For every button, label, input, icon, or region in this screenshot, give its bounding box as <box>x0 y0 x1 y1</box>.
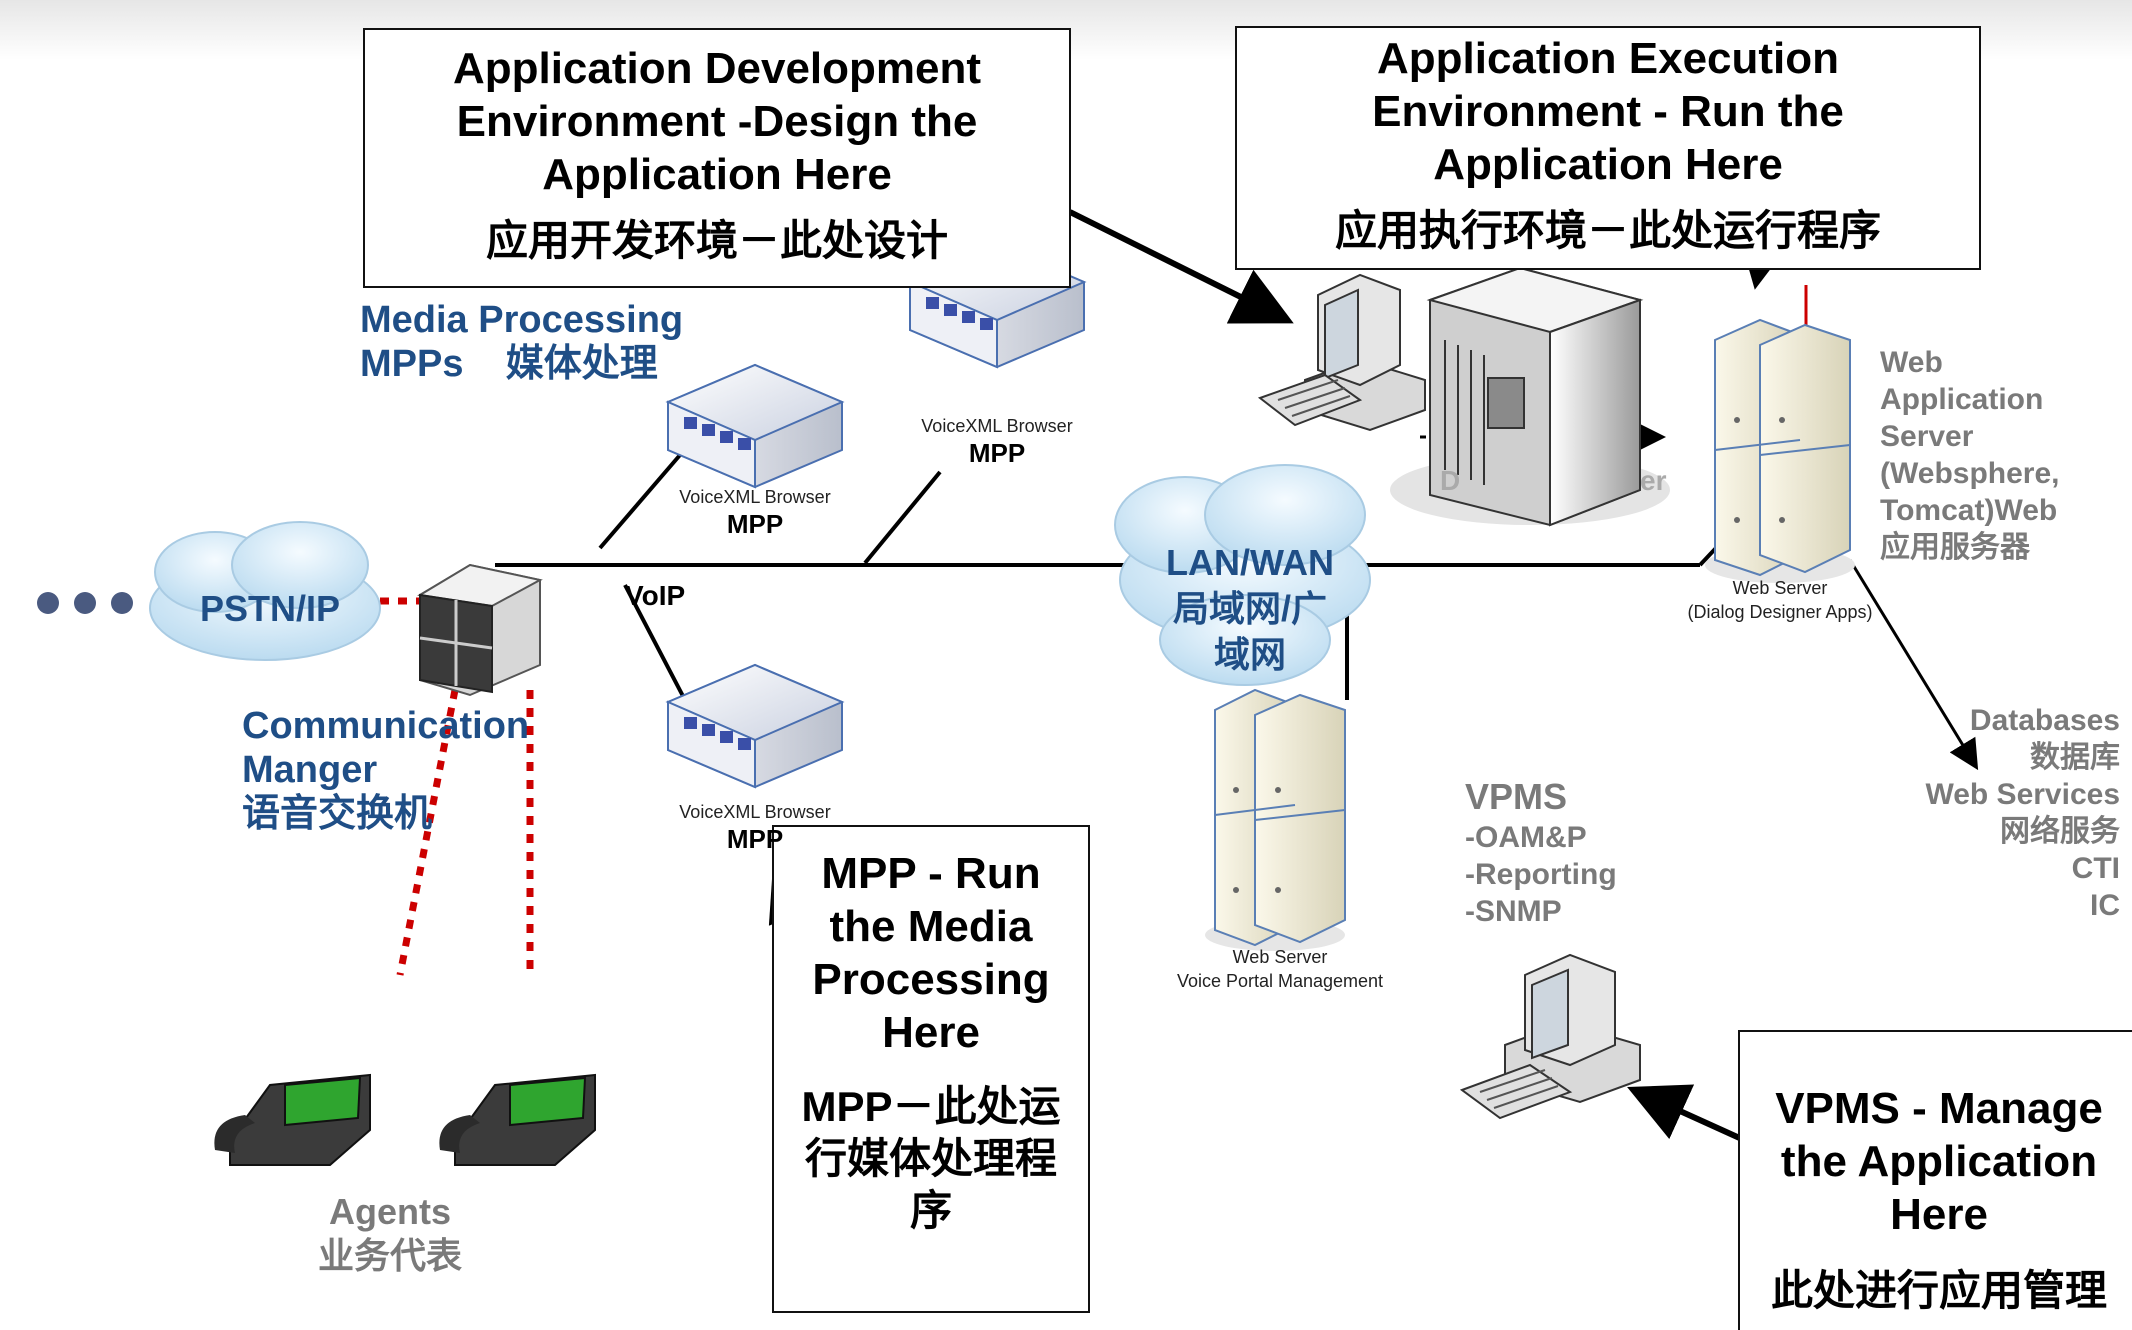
comm-manager-line-2: Manger <box>242 749 378 791</box>
pstn-dots <box>37 592 133 614</box>
lan-wan-line-3: 域网 <box>1213 634 1286 675</box>
communication-manager-label: Communication Manger 语音交换机 <box>242 704 529 836</box>
dev-env-zh: 应用开发环境－此处设计 <box>485 217 948 264</box>
vpms-computer-icon <box>1459 953 1641 1120</box>
mpp3-small: VoiceXML Browser <box>679 802 831 822</box>
web-app-server-line-2: Application <box>1880 383 2044 416</box>
lan-wan-line-2: 局域网/广 <box>1172 588 1327 629</box>
media-processing-label: Media Processing MPPs 媒体处理 <box>360 298 683 386</box>
web-server-dd-line-2: (Dialog Designer Apps) <box>1687 602 1873 622</box>
vpms-title: VPMS <box>1465 776 1568 817</box>
mpp1-big: MPP <box>726 509 784 539</box>
lan-wan-label: LAN/WAN 局域网/广 域网 <box>1150 540 1350 678</box>
mpp2-big: MPP <box>968 438 1026 468</box>
dev-env-callout: Application Development Environment -Des… <box>363 28 1071 288</box>
media-processing-line-2: MPPs 媒体处理 <box>360 343 658 385</box>
exec-env-callout: Application Execution Environment - Run … <box>1235 26 1981 270</box>
vpms-snmp: -SNMP <box>1465 895 1562 928</box>
mpp3-label: VoiceXML Browser MPP <box>655 800 855 854</box>
vpms-reporting: -Reporting <box>1465 858 1617 891</box>
workstation-computer-icon <box>1257 273 1426 432</box>
web-app-server-line-1: Web <box>1880 346 1943 379</box>
web-server-vpm-icon <box>1205 688 1346 951</box>
databases-line-4: 网络服务 <box>2000 815 2120 848</box>
databases-line-5: CTI <box>2071 852 2120 885</box>
databases-line-1: Databases <box>1969 704 2120 737</box>
web-app-server-line-3: Server <box>1880 420 1974 453</box>
mpp2-label: VoiceXML Browser MPP <box>897 414 1097 468</box>
mpp2-small: VoiceXML Browser <box>921 416 1073 436</box>
dev-env-line-2: Environment -Design the <box>456 97 978 146</box>
mpp-device-3 <box>665 663 845 789</box>
vpms-manage-line-2: the Application <box>1780 1137 2098 1186</box>
mpp-run-zh-2: 行媒体处理程 <box>804 1135 1057 1182</box>
media-processing-line-1: Media Processing <box>360 299 684 341</box>
pstn-label: PSTN/IP <box>199 588 341 629</box>
mpp-run-callout: MPP - Run the Media Processing Here MPP－… <box>772 825 1090 1313</box>
web-app-server-line-5: Tomcat)Web <box>1880 494 2058 527</box>
mpp-ports <box>684 297 993 750</box>
web-server-vpm-label: Web Server Voice Portal Management <box>1140 945 1420 993</box>
mpp1-small: VoiceXML Browser <box>679 487 831 507</box>
agent-phone-2-icon <box>439 1073 596 1166</box>
mpp-run-line-4: Here <box>882 1008 980 1057</box>
web-server-vpm-line-1: Web Server <box>1232 947 1328 967</box>
mpp-run-zh-3: 序 <box>909 1187 952 1234</box>
agent-phone-1-icon <box>214 1073 371 1166</box>
comm-manager-line-3: 语音交换机 <box>242 793 433 835</box>
agents-line-2: 业务代表 <box>317 1235 462 1276</box>
exec-env-zh: 应用执行环境－此处运行程序 <box>1334 207 1881 254</box>
mpp1-label: VoiceXML Browser MPP <box>655 485 855 539</box>
mpp3-big: MPP <box>726 824 784 854</box>
web-app-server-line-4: (Websphere, <box>1880 457 2060 490</box>
web-server-dd-line-1: Web Server <box>1732 578 1828 598</box>
ddserver-partial-er: er <box>1640 465 1667 496</box>
vpms-label: VPMS -OAM&P -Reporting -SNMP <box>1465 775 1617 930</box>
vpms-manage-zh: 此处进行应用管理 <box>1770 1267 2107 1314</box>
web-app-server-label: Web Application Server (Websphere, Tomca… <box>1880 344 2060 566</box>
web-server-vpm-line-2: Voice Portal Management <box>1176 971 1384 991</box>
comm-manager-line-1: Communication <box>242 705 530 747</box>
exec-env-line-1: Application Execution <box>1376 34 1840 83</box>
dev-env-line-3: Application Here <box>542 150 892 199</box>
agents-line-1: Agents <box>328 1191 451 1232</box>
vpms-manage-callout: VPMS - Manage the Application Here 此处进行应… <box>1738 1030 2132 1330</box>
pstn-cloud <box>149 521 381 661</box>
vpms-manage-line-1: VPMS - Manage <box>1775 1084 2103 1133</box>
voip-label: VoIP <box>625 580 686 611</box>
web-server-dd-icon <box>1705 318 1855 583</box>
exec-env-line-2: Environment - Run the <box>1372 87 1844 136</box>
web-app-server-line-6: 应用服务器 <box>1880 531 2030 564</box>
agents-label: Agents 业务代表 <box>300 1190 480 1278</box>
ddserver-partial-d: D <box>1440 465 1461 496</box>
databases-line-2: 数据库 <box>2030 741 2120 774</box>
dev-env-line-1: Application Development <box>452 44 982 93</box>
dialog-designer-tower <box>1390 266 1670 527</box>
web-server-dd-label: Web Server (Dialog Designer Apps) <box>1660 576 1900 624</box>
communication-manager-icon <box>417 563 543 697</box>
databases-line-6: IC <box>2090 889 2120 922</box>
exec-env-line-3: Application Here <box>1433 140 1783 189</box>
mpp-run-zh-1: MPP－此处运 <box>801 1083 1061 1130</box>
mpp-run-line-3: Processing <box>812 955 1050 1004</box>
databases-line-3: Web Services <box>1925 778 2120 811</box>
vpms-manage-line-3: Here <box>1890 1190 1988 1239</box>
vpms-oamp: -OAM&P <box>1465 821 1587 854</box>
mpp-run-line-2: the Media <box>829 902 1033 951</box>
mpp-run-line-1: MPP - Run <box>821 849 1041 898</box>
lan-wan-cloud <box>1114 464 1371 686</box>
databases-label: Databases 数据库 Web Services 网络服务 CTI IC <box>1925 702 2120 924</box>
lan-wan-line-1: LAN/WAN <box>1166 542 1334 583</box>
